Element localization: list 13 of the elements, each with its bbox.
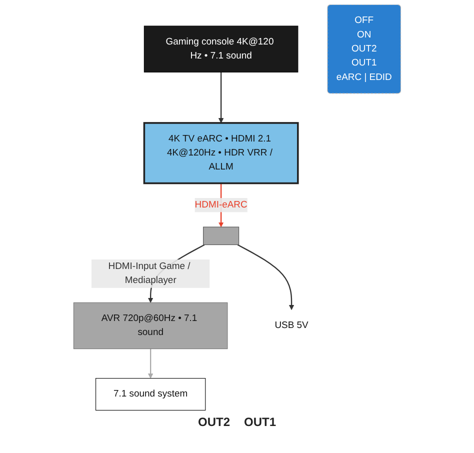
arrow bbox=[237, 244, 294, 310]
node-text: USB 5V bbox=[274, 320, 308, 330]
port-label: OUT2 bbox=[198, 415, 230, 429]
arrow bbox=[148, 348, 153, 379]
edge-label: HDMI-Input Game / Mediaplayer bbox=[108, 261, 190, 286]
node-box bbox=[202, 226, 239, 246]
arrow bbox=[218, 72, 224, 124]
node-box: 7.1 sound system bbox=[95, 378, 206, 411]
node-box: AVR 720p@60Hz • 7.1 sound bbox=[73, 302, 228, 350]
node-box: 4K TV eARC • HDMI 2.1 4K@120Hz • HDR VRR / ALLM bbox=[143, 122, 299, 184]
node-box: Gaming console 4K@120 Hz • 7.1 sound bbox=[144, 26, 298, 72]
port-label: OUT1 bbox=[244, 415, 276, 429]
edge-label: HDMI-eARC bbox=[194, 200, 248, 210]
